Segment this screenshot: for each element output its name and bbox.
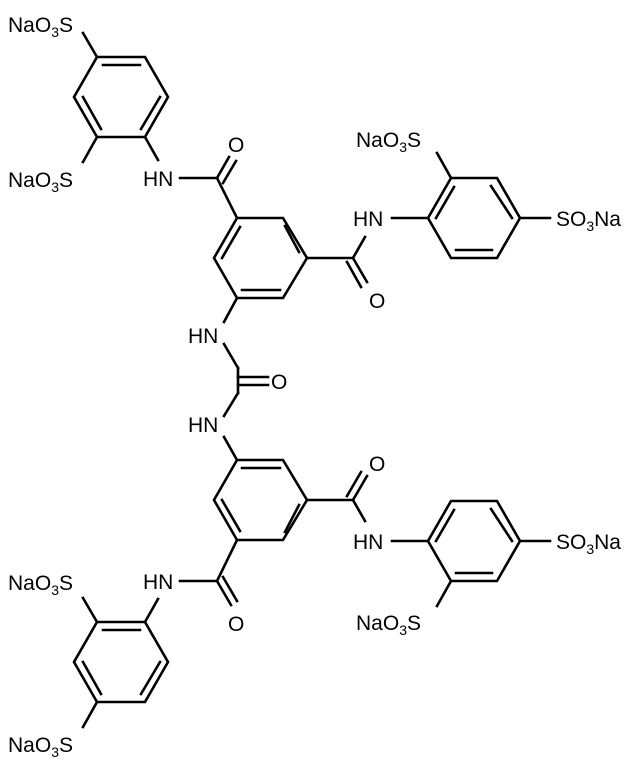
label-o-urea: O: [271, 371, 287, 394]
label-hn-bl: HN: [143, 571, 173, 594]
bond-co-bl-a: [215, 579, 233, 607]
bond-co-tr-a: [351, 256, 369, 284]
label-so3na-tl-bottom: NaO3S: [8, 169, 73, 195]
bond-so3-tr-top: [435, 151, 453, 180]
label-so3na-tr-right: SO3Na: [556, 208, 621, 234]
label-hn-urea-top: HN: [188, 325, 218, 348]
bond-co-br-a: [351, 474, 369, 502]
bond-c-hn-br: [351, 498, 367, 523]
label-so3na-br-bottom: NaO3S: [356, 612, 421, 638]
ring-bottom-right: [426, 499, 522, 583]
bond-co-br-b: [345, 470, 363, 498]
bond-ring-c-bl: [215, 538, 239, 583]
label-o-tr: O: [369, 290, 385, 313]
label-so3na-tr-top: NaO3S: [356, 129, 421, 155]
bond-co-bl-b: [221, 575, 239, 603]
bond-co-tr-b: [345, 260, 363, 289]
label-hn-urea-bottom: HN: [188, 414, 218, 437]
label-hn-tl: HN: [143, 168, 173, 191]
ring-top-right: [426, 176, 522, 260]
ring-central-top: [212, 216, 309, 300]
bond-so3-bl-bottom: [81, 700, 99, 729]
label-so3na-br-right: SO3Na: [556, 531, 621, 557]
ring-top-left: [72, 55, 170, 139]
ring-bottom-left: [72, 620, 170, 704]
bond-so3-tl-top: [81, 31, 99, 59]
label-so3na-bl-top: NaO3S: [8, 572, 73, 598]
bond-co-tl-b: [221, 159, 238, 185]
bond-ring-nh-urea: [222, 296, 239, 324]
label-hn-br: HN: [353, 531, 383, 554]
label-o-bl: O: [228, 613, 244, 636]
bond-co-tl-a: [215, 155, 231, 180]
label-o-tl: O: [228, 134, 244, 157]
label-hn-tr: HN: [353, 208, 383, 231]
bond-nh-ring-bottom: [222, 435, 239, 462]
label-so3na-bl-bottom: NaO3S: [8, 734, 73, 760]
ring-central-bottom: [212, 458, 309, 542]
bond-n-tl: [143, 135, 160, 162]
bond-so3-tl-bottom: [81, 135, 99, 164]
bond-n-bl: [143, 597, 160, 624]
bond-c-ring-tl: [215, 176, 239, 220]
bond-so3-br-bottom: [435, 579, 453, 608]
bond-urea-n2: [222, 391, 240, 418]
label-so3na-tl-top: NaO3S: [8, 14, 73, 40]
bond-c-hn-tr: [351, 235, 367, 260]
label-o-br: O: [369, 453, 385, 476]
bond-so3-bl-top: [81, 596, 99, 624]
bond-urea-n1: [222, 342, 240, 370]
